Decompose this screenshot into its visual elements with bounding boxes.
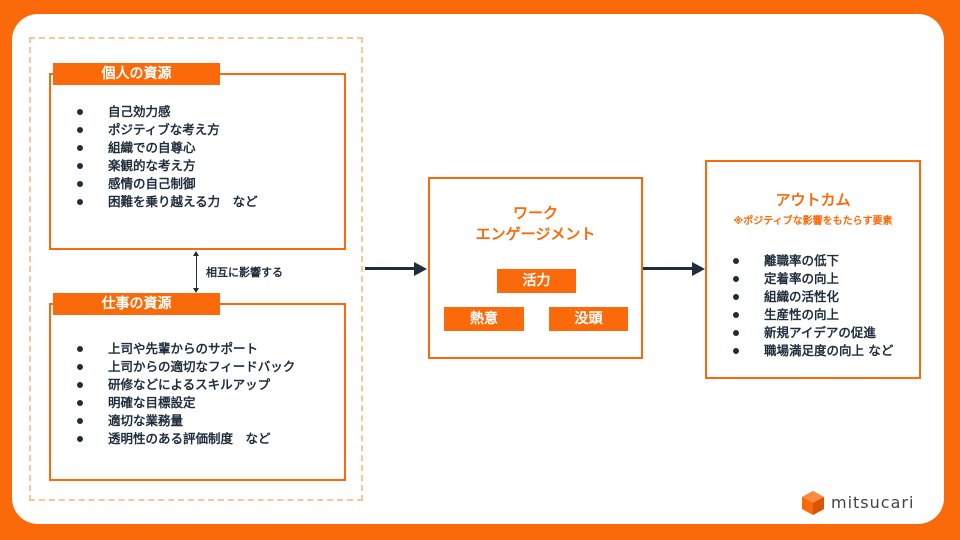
work-engagement-box: ワーク エンゲージメント 活力 熱意 没頭	[428, 177, 643, 359]
outcome-box: アウトカム ※ポジティブな影響をもたらす要素 離職率の低下 定着率の向上 組織の…	[705, 160, 921, 379]
list-item: 職場満足度の向上 など	[731, 342, 893, 360]
list-item: 上司や先輩からのサポート	[75, 340, 295, 358]
list-item: 生産性の向上	[731, 306, 893, 324]
list-item: ポジティブな考え方	[75, 121, 258, 139]
list-item: 適切な業務量	[75, 412, 295, 430]
personal-resources-list: 自己効力感 ポジティブな考え方 組織での自尊心 楽観的な考え方 感情の自己制御 …	[75, 103, 258, 211]
job-resources-list: 上司や先輩からのサポート 上司からの適切なフィードバック 研修などによるスキルア…	[75, 340, 295, 448]
list-item: 定着率の向上	[731, 270, 893, 288]
list-item: 離職率の低下	[731, 252, 893, 270]
mutual-influence-label: 相互に影響する	[206, 266, 283, 279]
list-item: 透明性のある評価制度 など	[75, 430, 295, 448]
list-item: 新規アイデアの促進	[731, 324, 893, 342]
list-item: 感情の自己制御	[75, 175, 258, 193]
arrow-to-engagement-head	[414, 261, 427, 276]
job-resources-box	[49, 303, 346, 481]
mutual-influence-arrow-down	[193, 288, 199, 293]
list-item: 困難を乗り越える力 など	[75, 193, 258, 211]
arrow-to-engagement-line	[365, 267, 417, 270]
list-item: 楽観的な考え方	[75, 157, 258, 175]
mitsucari-logo-icon	[801, 490, 825, 516]
tag-absorption: 没頭	[549, 307, 628, 331]
list-item: 組織での自尊心	[75, 139, 258, 157]
arrow-to-outcome-head	[692, 261, 705, 276]
list-item: 上司からの適切なフィードバック	[75, 358, 295, 376]
outcome-list: 離職率の低下 定着率の向上 組織の活性化 生産性の向上 新規アイデアの促進 職場…	[731, 252, 893, 360]
mutual-influence-line	[196, 253, 197, 291]
list-item: 自己効力感	[75, 103, 258, 121]
list-item: 組織の活性化	[731, 288, 893, 306]
list-item: 明確な目標設定	[75, 394, 295, 412]
outcome-title: アウトカム	[775, 191, 851, 209]
outcome-subtitle: ※ポジティブな影響をもたらす要素	[733, 216, 893, 227]
arrow-to-outcome-line	[643, 267, 695, 270]
resources-group-border	[29, 37, 363, 501]
mutual-influence-arrow-up	[193, 251, 199, 256]
list-item: 研修などによるスキルアップ	[75, 376, 295, 394]
personal-resources-box	[49, 73, 346, 250]
personal-resources-title: 個人の資源	[53, 63, 220, 85]
work-engagement-title-line2: エンゲージメント	[475, 225, 596, 243]
tag-vigor: 活力	[497, 269, 576, 293]
mitsucari-logo-text: mitsucari	[831, 493, 915, 512]
job-resources-title: 仕事の資源	[53, 293, 220, 315]
tag-dedication: 熱意	[444, 307, 524, 331]
work-engagement-title-line1: ワーク	[512, 204, 558, 222]
